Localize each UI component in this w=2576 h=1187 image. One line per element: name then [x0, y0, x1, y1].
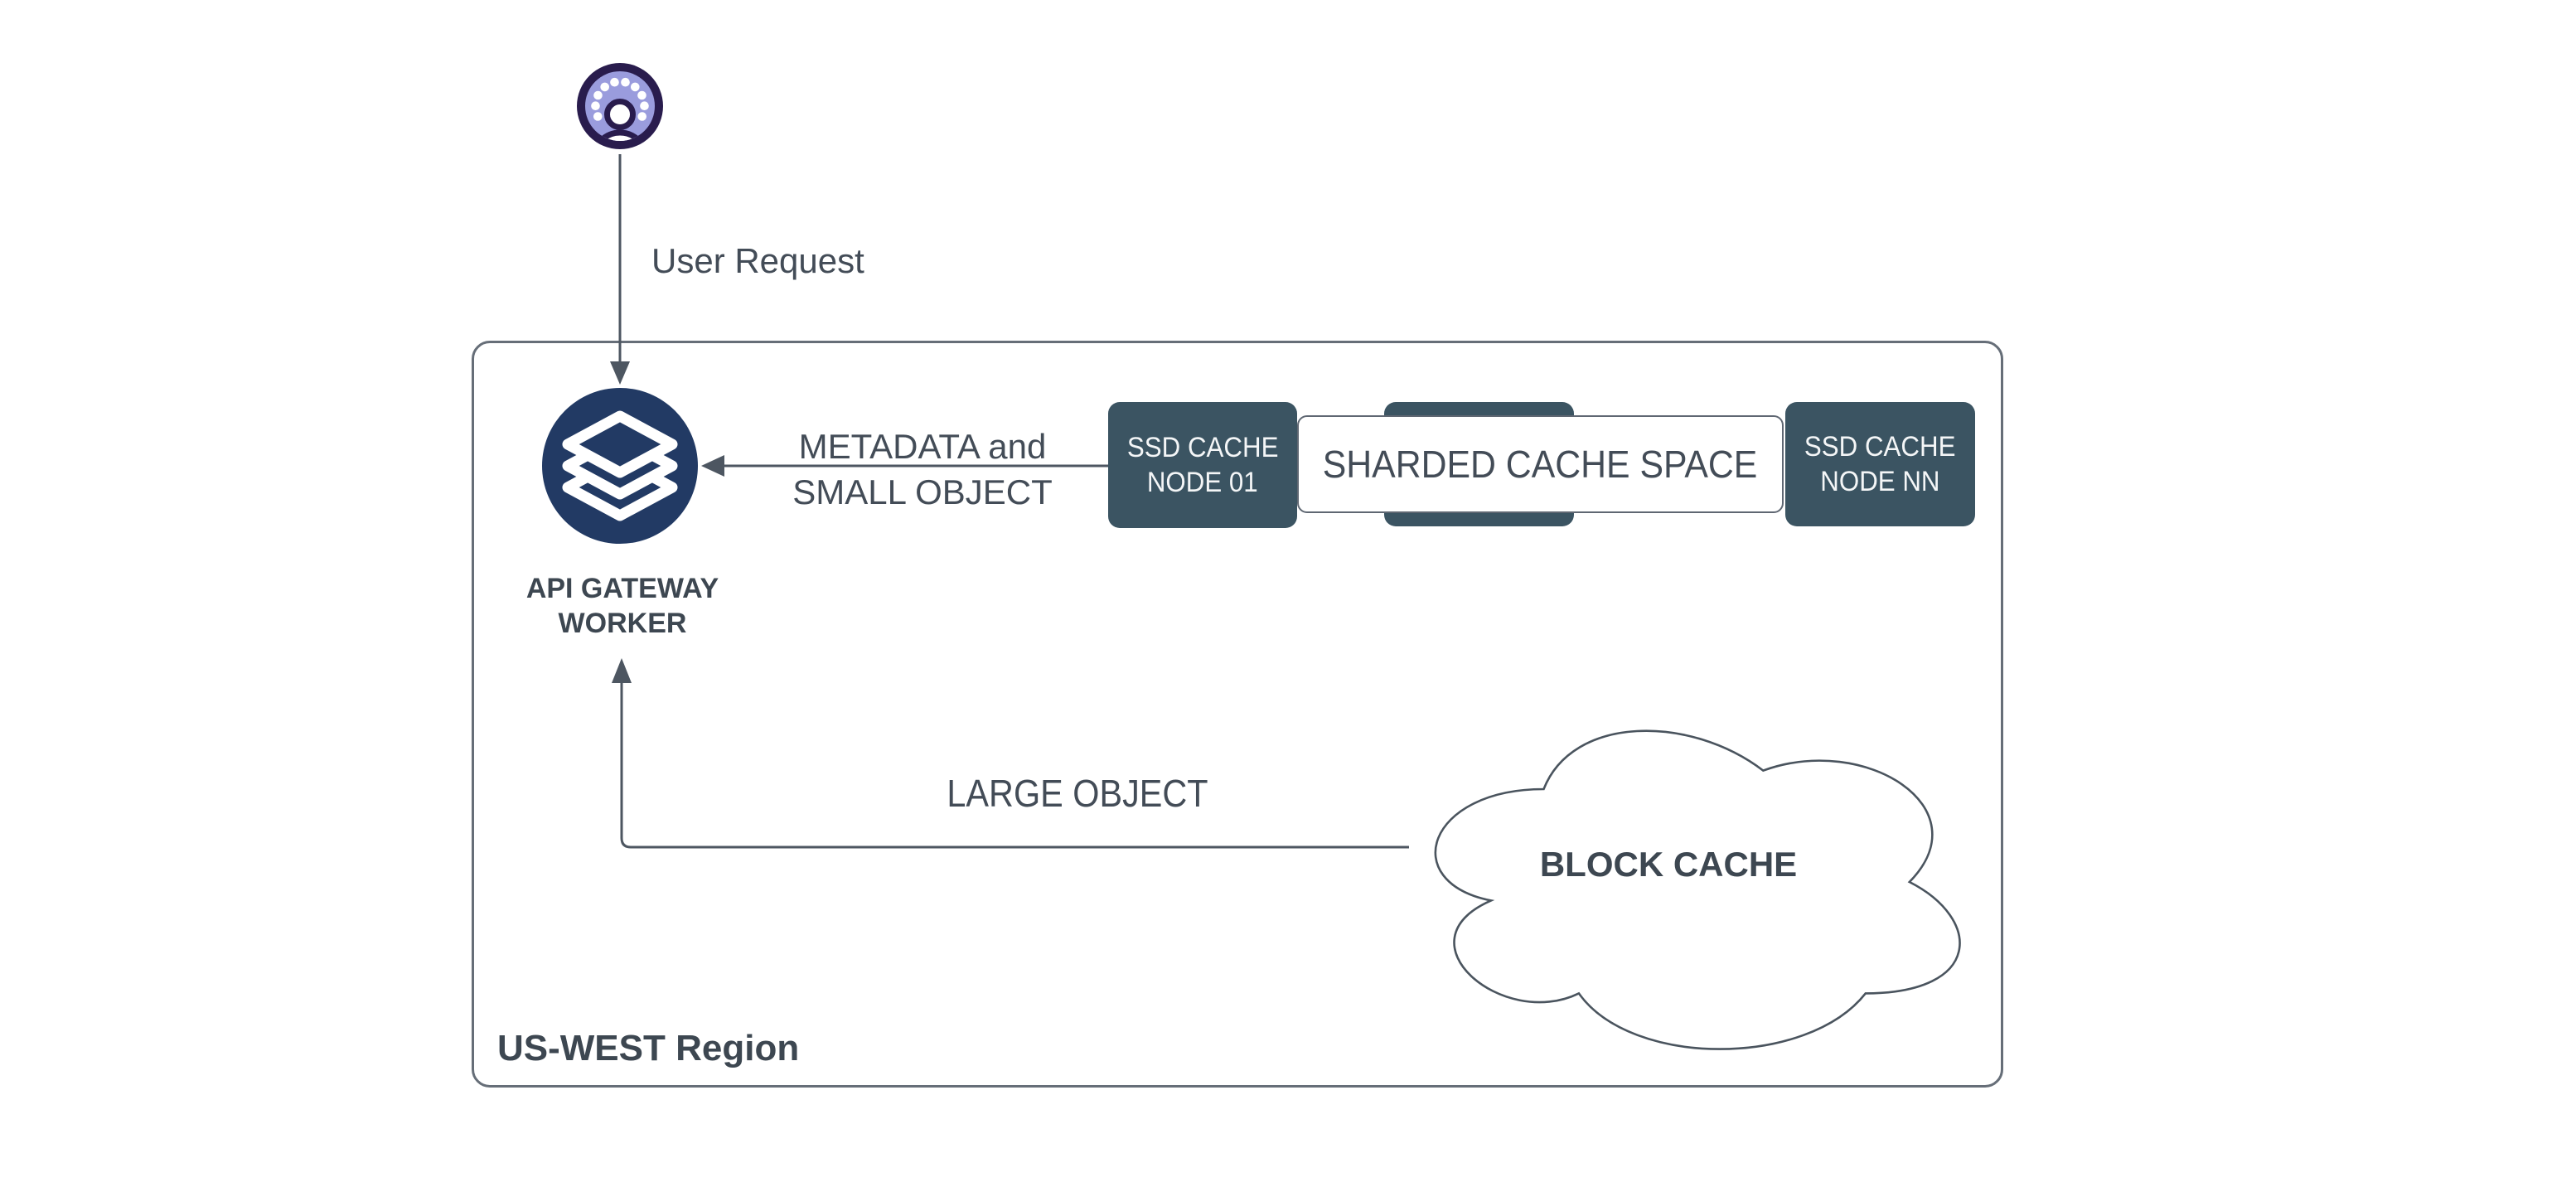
sharded-cache-space-label: SHARDED CACHE SPACE: [1323, 443, 1758, 486]
user-request-arrow: [610, 154, 630, 385]
block-cache-label: BLOCK CACHE: [1539, 845, 1798, 884]
ssd-cache-node-01-line2: NODE 01: [1147, 467, 1258, 498]
user-request-edge-label: User Request: [651, 241, 864, 280]
ssd-cache-node-01: SSD CACHE NODE 01: [1108, 402, 1297, 528]
ssd-cache-node-nn: SSD CACHE NODE NN: [1785, 402, 1975, 526]
ssd-cache-node-nn-line2: NODE NN: [1820, 466, 1940, 497]
user-avatar-icon: [577, 63, 663, 149]
metadata-edge-label-line1: METADATA and: [798, 427, 1047, 466]
large-object-edge-label: LARGE OBJECT: [947, 772, 1208, 815]
region-label: US-WEST Region: [497, 1028, 800, 1068]
metadata-small-object-edge-label: METADATA and SMALL OBJECT: [792, 424, 1053, 515]
avatar-person: [590, 99, 650, 141]
ssd-cache-node-01-line1: SSD CACHE: [1126, 432, 1279, 463]
metadata-small-object-arrow: [701, 455, 1108, 477]
metadata-edge-label-line2: SMALL OBJECT: [792, 472, 1053, 511]
large-object-arrow: [612, 658, 1409, 849]
api-gateway-worker-label-line2: WORKER: [558, 608, 687, 639]
sharded-cache-space: SHARDED CACHE SPACE: [1297, 415, 1784, 513]
api-gateway-worker-node: [542, 388, 698, 544]
api-gateway-worker-label-line1: API GATEWAY: [525, 573, 719, 604]
layers-stack-icon: [562, 410, 678, 521]
ssd-cache-node-nn-line1: SSD CACHE: [1804, 431, 1956, 463]
us-west-region-container: US-WEST Region: [472, 341, 2003, 1088]
api-gateway-worker-label: API GATEWAY WORKER: [526, 571, 719, 641]
avatar-dots: [591, 77, 649, 121]
block-cache-cloud: [1434, 729, 1961, 1050]
